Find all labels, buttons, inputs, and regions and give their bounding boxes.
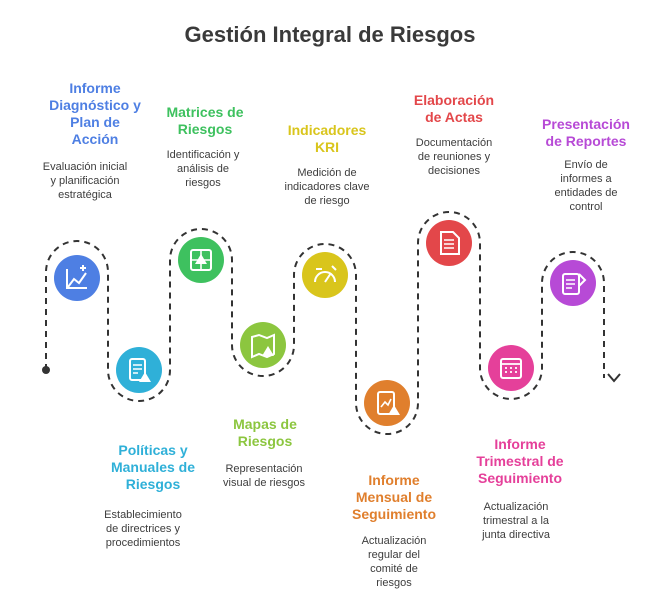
calendar-icon — [500, 358, 522, 379]
clipboard-warning-icon — [129, 358, 151, 382]
map-warning-icon — [251, 333, 275, 359]
report-send-icon — [562, 273, 587, 295]
chart-plus-icon — [66, 265, 87, 289]
step-node-indicadores-kri — [302, 252, 348, 298]
step-node-informe-mensual-de-seguimiento — [364, 380, 410, 426]
matrix-warning-icon — [190, 249, 212, 271]
step-node-mapas-de-riesgos — [240, 322, 286, 368]
step-node-elaboracion-de-actas — [426, 220, 472, 266]
step-node-presentacion-de-reportes — [550, 260, 596, 306]
step-node-politicas-y-manuales-de-riesgos — [116, 347, 162, 393]
step-node-informe-trimestral-de-seguimiento — [488, 345, 534, 391]
step-node-informe-diagnostico-y-plan-de-accion — [54, 255, 100, 301]
step-node-matrices-de-riesgos — [178, 237, 224, 283]
kri-gauge-icon — [314, 265, 337, 283]
diagram-title: Gestión Integral de Riesgos — [184, 22, 476, 47]
report-warning-icon — [377, 391, 400, 415]
document-icon — [440, 231, 460, 255]
